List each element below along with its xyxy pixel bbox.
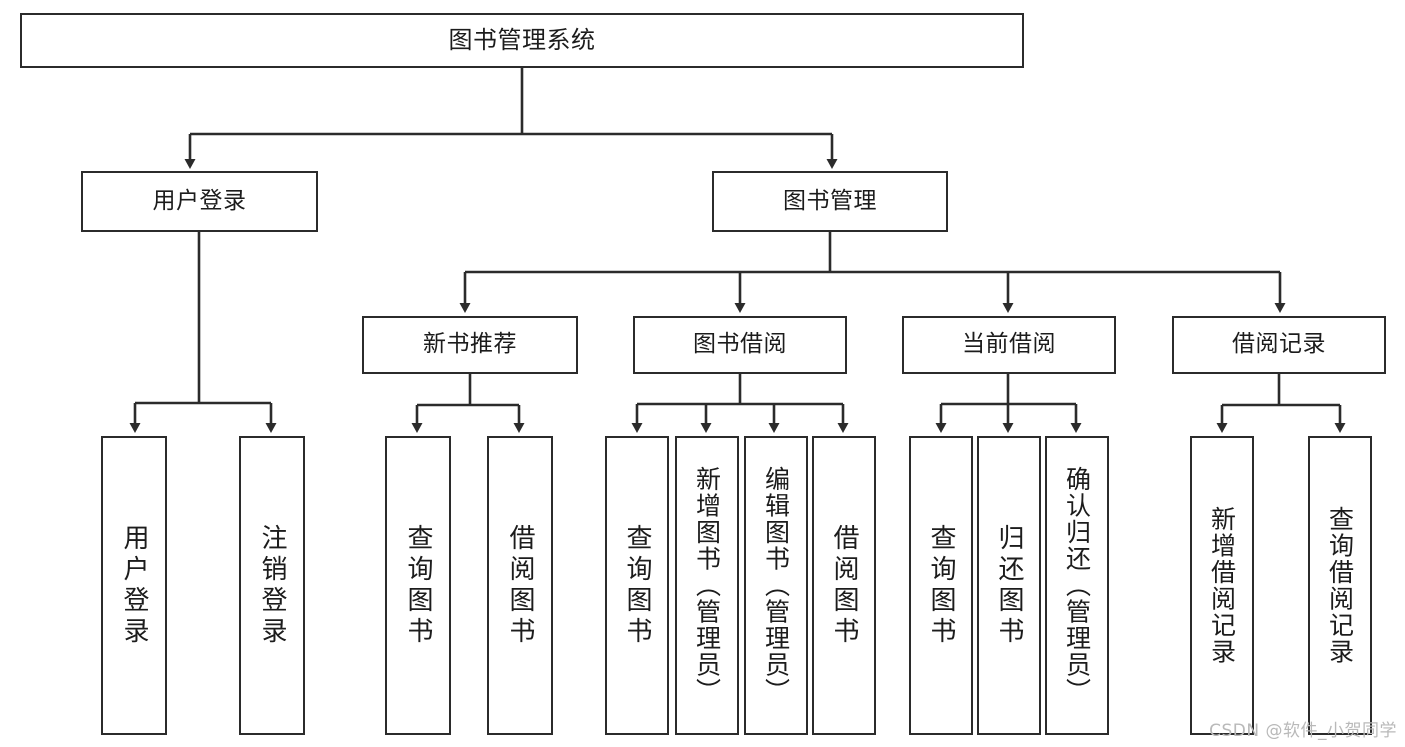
csdn-watermark: CSDN @软件_小贺同学 <box>1209 721 1397 741</box>
node-user-login[interactable]: 用户登录 <box>81 171 318 232</box>
node-label: 图书管理系统 <box>448 26 596 55</box>
node-label: 注销登录 <box>257 523 287 648</box>
node-label: 新书推荐 <box>423 331 517 358</box>
node-label: 借阅记录 <box>1232 331 1326 358</box>
node-current-borrow[interactable]: 当前借阅 <box>902 316 1116 374</box>
node-leaf-user-login[interactable]: 用户登录 <box>101 436 167 735</box>
node-label: 图书管理 <box>783 187 877 214</box>
node-label: 归还图书 <box>994 523 1024 648</box>
node-leaf-query-book-1[interactable]: 查询图书 <box>385 436 451 735</box>
node-label: 编辑图书（管理员） <box>761 466 791 705</box>
node-book-manage[interactable]: 图书管理 <box>712 171 948 232</box>
node-leaf-logout-login[interactable]: 注销登录 <box>239 436 305 735</box>
node-leaf-query-book-2[interactable]: 查询图书 <box>605 436 669 735</box>
node-label: 确认归还（管理员） <box>1062 466 1092 705</box>
node-label: 新增借阅记录 <box>1207 506 1237 665</box>
node-label: 查询借阅记录 <box>1325 506 1355 665</box>
node-label: 用户登录 <box>119 523 149 648</box>
node-label: 查询图书 <box>622 523 652 648</box>
node-leaf-query-book-3[interactable]: 查询图书 <box>909 436 973 735</box>
node-book-management-system[interactable]: 图书管理系统 <box>20 13 1024 68</box>
node-leaf-edit-book[interactable]: 编辑图书（管理员） <box>744 436 808 735</box>
node-label: 查询图书 <box>926 523 956 648</box>
node-leaf-borrow-book-1[interactable]: 借阅图书 <box>487 436 553 735</box>
node-leaf-query-record[interactable]: 查询借阅记录 <box>1308 436 1372 735</box>
node-leaf-add-record[interactable]: 新增借阅记录 <box>1190 436 1254 735</box>
node-label: 图书借阅 <box>693 331 787 358</box>
node-leaf-borrow-book-2[interactable]: 借阅图书 <box>812 436 876 735</box>
node-leaf-add-book[interactable]: 新增图书（管理员） <box>675 436 739 735</box>
node-book-borrow[interactable]: 图书借阅 <box>633 316 847 374</box>
node-label: 借阅图书 <box>505 523 535 648</box>
node-label: 查询图书 <box>403 523 433 648</box>
node-leaf-confirm-return[interactable]: 确认归还（管理员） <box>1045 436 1109 735</box>
node-label: 当前借阅 <box>962 331 1056 358</box>
node-label: 用户登录 <box>152 187 247 214</box>
node-new-book-recommend[interactable]: 新书推荐 <box>362 316 578 374</box>
node-borrow-record[interactable]: 借阅记录 <box>1172 316 1386 374</box>
node-label: 借阅图书 <box>829 523 859 648</box>
node-label: 新增图书（管理员） <box>692 466 722 705</box>
node-leaf-return-book[interactable]: 归还图书 <box>977 436 1041 735</box>
